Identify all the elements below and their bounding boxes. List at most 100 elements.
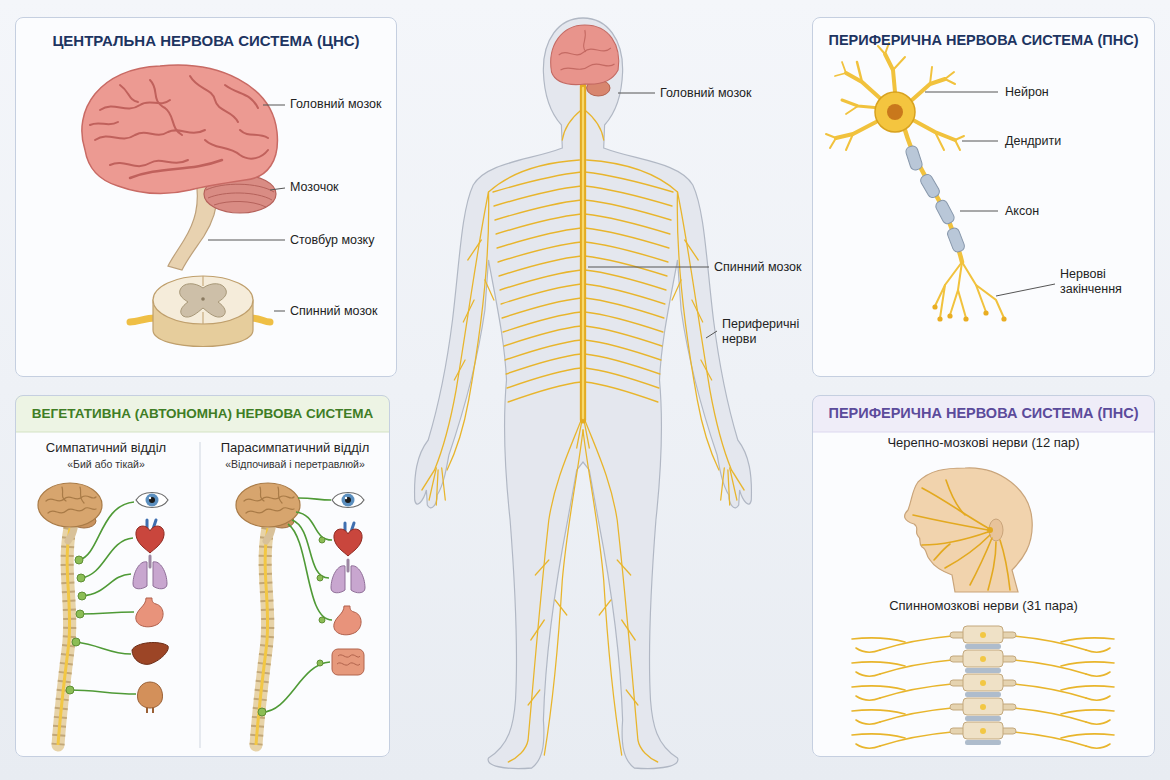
nerve-line: [585, 326, 662, 346]
panel-heading: ПЕРИФЕРИЧНА НЕРВОВА СИСТЕМА (ПНС): [813, 32, 1154, 49]
nerve-line: [505, 340, 581, 360]
sympathetic-illustration: [58, 528, 70, 745]
nerve-line: [856, 696, 880, 700]
nerve-line: [494, 186, 581, 206]
brain-gyri: [130, 160, 222, 178]
vertebra: [950, 626, 1016, 649]
nerve-line: [585, 270, 666, 290]
nerve-line: [1061, 734, 1114, 738]
head-brain: [551, 25, 619, 85]
nerve-line: [721, 468, 725, 500]
nerve-line: [585, 284, 665, 304]
dendrites: [912, 79, 945, 100]
nerve-line: [585, 242, 668, 262]
nerve-line: [508, 420, 581, 762]
nerve-pathway: [298, 498, 331, 500]
ganglion: [258, 708, 266, 716]
parasympathetic-illustration: [334, 606, 361, 635]
human-body-figure: [415, 18, 752, 769]
nerve-line: [852, 638, 905, 642]
nerve-line: [495, 200, 581, 220]
nerve-line: [1086, 744, 1110, 748]
parasympathetic-illustration: [236, 483, 365, 745]
leader-line: [706, 331, 717, 338]
spinal-nerves: [852, 636, 1114, 748]
head-brain: [551, 25, 619, 96]
nerve-line: [1086, 672, 1110, 676]
nerve-line: [585, 382, 658, 402]
nerve-line: [485, 280, 494, 300]
nerve-line: [436, 470, 438, 505]
nerve-line: [500, 270, 581, 290]
neuron-body: [875, 92, 915, 132]
nerve-line: [507, 368, 581, 388]
leader-line: [274, 311, 285, 312]
intervertebral-disc: [965, 644, 1001, 649]
terminal-bulb: [1001, 316, 1006, 321]
nerve-line: [1014, 684, 1086, 698]
panel-background: [15, 432, 390, 433]
nerve-line: [677, 192, 719, 470]
brain-gyri: [150, 80, 182, 135]
panel-background: [812, 432, 1155, 433]
vertebral-body: [963, 674, 1003, 691]
spinal-cord-dot: [980, 632, 986, 638]
nerve-pathway: [80, 612, 134, 614]
nerve-line: [1061, 710, 1114, 714]
nerve-pathway: [296, 512, 332, 540]
spinal-cord-section: [130, 318, 155, 322]
part-label: Парасимпатичний відділ: [205, 440, 385, 456]
nerve-line: [1061, 638, 1114, 642]
sympathetic-illustration: [58, 528, 70, 745]
terminal-bulb: [932, 304, 937, 309]
nerve-line: [1086, 648, 1110, 652]
ganglion: [319, 617, 325, 623]
nerve-line: [497, 228, 581, 248]
dendrites: [930, 67, 955, 84]
transverse-process: [950, 656, 1016, 662]
part-label: Спинний мозок: [290, 304, 377, 319]
nucleus: [887, 104, 903, 120]
parasympathetic-illustration: [332, 493, 364, 508]
nerve-pathway: [76, 642, 131, 654]
nerve-line: [447, 192, 489, 470]
parasympathetic-illustration: [334, 523, 362, 556]
leader-line: [996, 284, 1055, 296]
part-label: Головний мозок: [660, 86, 751, 101]
head-profile: [905, 468, 1033, 592]
brain-gyri: [240, 130, 268, 138]
part-label: Дендрити: [1005, 134, 1061, 149]
nerve-line: [852, 734, 905, 738]
cerebrum: [82, 65, 278, 193]
nerve-line: [528, 690, 540, 705]
panel-background: [812, 395, 1155, 757]
axon-terminals: [962, 262, 986, 312]
dendrites: [836, 122, 876, 138]
nerve-pathway: [262, 498, 332, 712]
brain-gyri: [90, 122, 118, 125]
ganglion: [66, 686, 74, 694]
leader-line: [208, 240, 285, 241]
nerve-line: [499, 256, 581, 276]
nerve-line: [856, 744, 880, 748]
vertebral-column: [950, 626, 1016, 745]
cerebellum-folia: [206, 184, 274, 207]
spinal-cord-dot: [980, 680, 986, 686]
cranial-nerves: [988, 542, 996, 590]
parasympathetic-illustration: [256, 528, 268, 745]
nerve-line: [692, 300, 703, 322]
dendrites: [935, 132, 964, 150]
neuron-illustration: [826, 43, 1007, 322]
sympathetic-illustration: [132, 643, 168, 665]
vertebra: [950, 698, 1016, 721]
ganglion: [258, 537, 325, 716]
panel-background: [15, 17, 397, 377]
axon-terminals: [935, 262, 962, 306]
nerve-line: [856, 672, 880, 676]
cranial-nerves: [913, 515, 988, 530]
ganglion: [72, 638, 80, 646]
nerve-line: [1014, 636, 1086, 650]
nerve-line: [555, 600, 567, 615]
